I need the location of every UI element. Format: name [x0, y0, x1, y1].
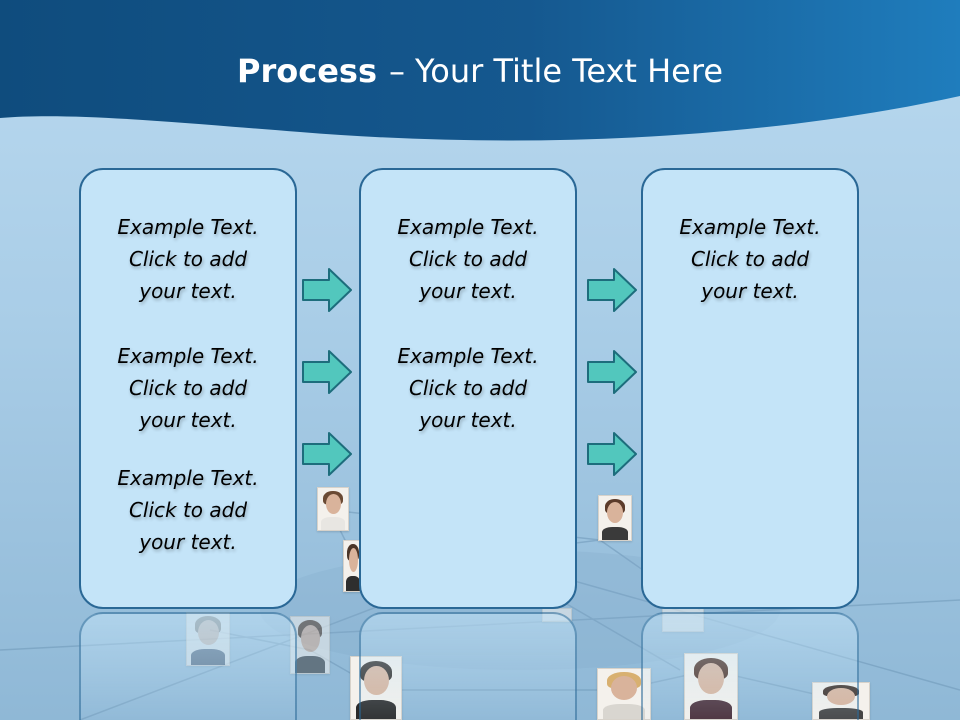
text-line: Click to add [128, 376, 248, 400]
text-line: Example Text. [117, 344, 259, 368]
box-reflection [641, 612, 859, 720]
text-placeholder[interactable]: Example Text. Click to add your text. [641, 211, 859, 307]
box-reflection [79, 612, 297, 720]
text-line: Example Text. [397, 344, 539, 368]
title-bold: Process [237, 52, 377, 90]
text-line: Example Text. [117, 466, 259, 490]
text-placeholder[interactable]: Example Text. Click to add your text. [79, 462, 297, 558]
portrait-photo [317, 487, 349, 531]
text-line: your text. [139, 408, 237, 432]
text-line: Click to add [408, 247, 528, 271]
right-arrow-icon[interactable] [302, 432, 352, 476]
portrait-photo [598, 495, 632, 541]
text-line: your text. [419, 279, 517, 303]
text-line: Example Text. [679, 215, 821, 239]
text-line: your text. [701, 279, 799, 303]
process-box-3[interactable] [641, 168, 859, 609]
text-line: Example Text. [117, 215, 259, 239]
right-arrow-icon[interactable] [587, 268, 637, 312]
right-arrow-icon[interactable] [587, 350, 637, 394]
title-separator: – [388, 52, 405, 90]
text-line: your text. [419, 408, 517, 432]
header-band [0, 0, 960, 141]
text-line: Click to add [128, 247, 248, 271]
text-line: Click to add [408, 376, 528, 400]
portrait-photo [343, 540, 363, 592]
title-rest: Your Title Text Here [414, 52, 723, 90]
process-box-2[interactable] [359, 168, 577, 609]
text-placeholder[interactable]: Example Text. Click to add your text. [359, 211, 577, 307]
text-placeholder[interactable]: Example Text. Click to add your text. [79, 211, 297, 307]
process-box-1[interactable] [79, 168, 297, 609]
right-arrow-icon[interactable] [587, 432, 637, 476]
box-reflection [359, 612, 577, 720]
text-line: Example Text. [397, 215, 539, 239]
text-line: Click to add [690, 247, 810, 271]
right-arrow-icon[interactable] [302, 268, 352, 312]
slide-title[interactable]: Process–Your Title Text Here [0, 52, 960, 102]
right-arrow-icon[interactable] [302, 350, 352, 394]
text-placeholder[interactable]: Example Text. Click to add your text. [359, 340, 577, 436]
portrait-photo [290, 616, 330, 674]
text-placeholder[interactable]: Example Text. Click to add your text. [79, 340, 297, 436]
text-line: Click to add [128, 498, 248, 522]
text-line: your text. [139, 530, 237, 554]
text-line: your text. [139, 279, 237, 303]
